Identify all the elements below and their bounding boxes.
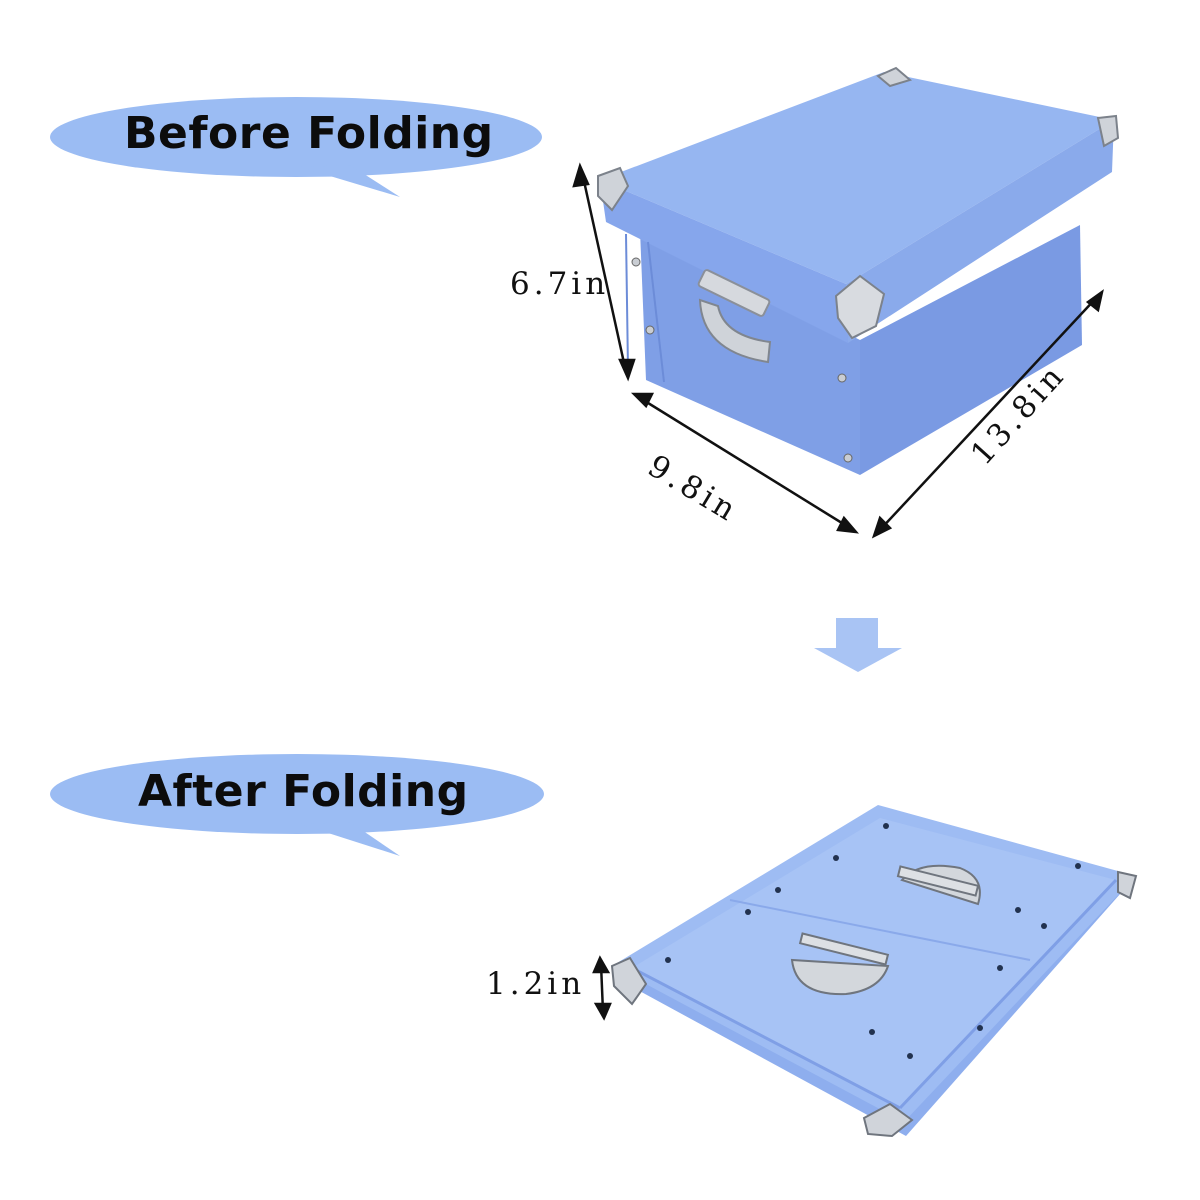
height-folded-label: 1.2in (486, 966, 586, 1002)
before-folding-bubble (50, 97, 542, 197)
after-folding-bubble (50, 754, 544, 856)
before-folding-label: Before Folding (124, 108, 494, 159)
after-folding-label: After Folding (138, 766, 469, 817)
down-arrow-shaft (836, 618, 878, 648)
height-unfolded-label: 6.7in (510, 266, 610, 302)
